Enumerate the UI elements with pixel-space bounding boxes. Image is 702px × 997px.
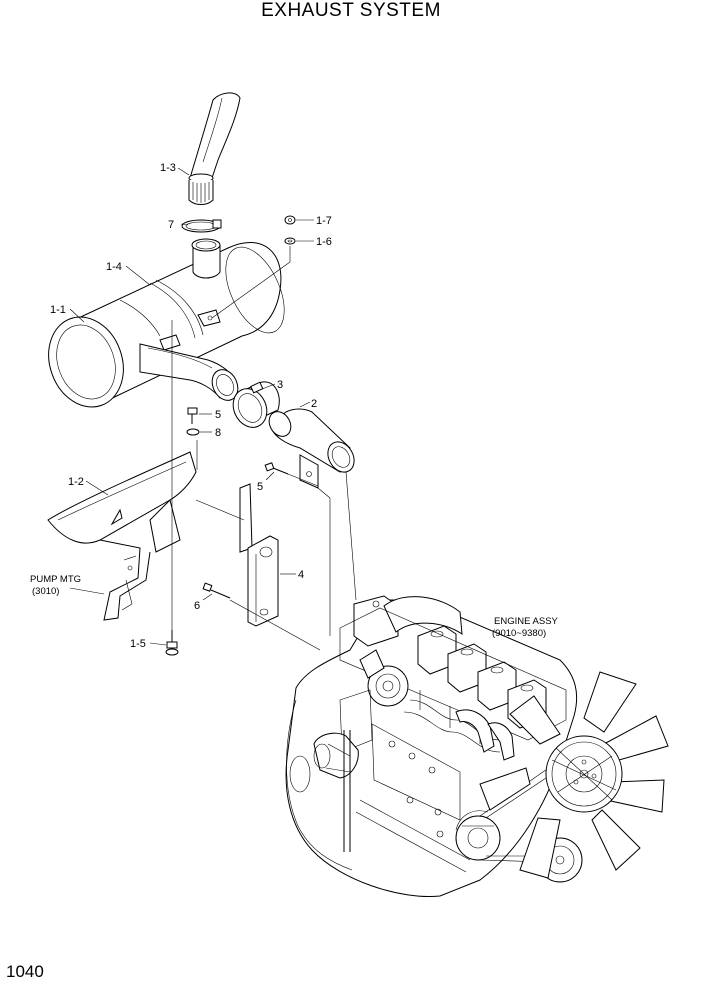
muffler-support (47, 451, 253, 621)
callout-7: 7 (168, 219, 174, 231)
bracket-4 (247, 535, 279, 627)
callout-3: 3 (277, 379, 283, 391)
clamp-3 (232, 381, 280, 428)
tail-pipe (188, 92, 241, 205)
callout-1-4: 1-4 (106, 261, 122, 273)
callout-5a: 5 (215, 409, 221, 421)
callout-4: 4 (298, 569, 304, 581)
exhaust-pipe-2 (268, 408, 355, 489)
callout-1-7: 1-7 (316, 215, 332, 227)
callout-1-5: 1-5 (130, 638, 146, 650)
callout-2: 2 (311, 398, 317, 410)
inlet-flange (211, 369, 239, 401)
callout-5b: 5 (257, 481, 263, 493)
engine-assy-ref: (9010~9380) (492, 628, 546, 639)
bolt-5a (187, 407, 198, 424)
page-title: EXHAUST SYSTEM (261, 0, 441, 21)
washer-8 (186, 428, 200, 436)
callout-1-6: 1-6 (316, 236, 332, 248)
pump-mtg-ref: (3010) (32, 586, 59, 597)
bolt-6 (202, 582, 231, 599)
washer-1-6 (284, 237, 296, 245)
clamp-7 (181, 219, 222, 233)
assembly-lines (171, 246, 357, 651)
callout-1-1: 1-1 (50, 304, 66, 316)
bolt-1-5 (165, 630, 179, 656)
nut-1-7 (284, 215, 296, 225)
pump-mtg-label: PUMP MTG (30, 574, 81, 585)
engine-assy-label: ENGINE ASSY (494, 616, 559, 627)
engine-assembly (285, 595, 669, 898)
callout-1-2: 1-2 (68, 476, 84, 488)
bolt-5b (264, 462, 289, 475)
callout-6: 6 (194, 600, 200, 612)
callout-1-3: 1-3 (160, 162, 176, 174)
callout-8: 8 (215, 427, 221, 439)
page-number: 1040 (6, 962, 44, 981)
